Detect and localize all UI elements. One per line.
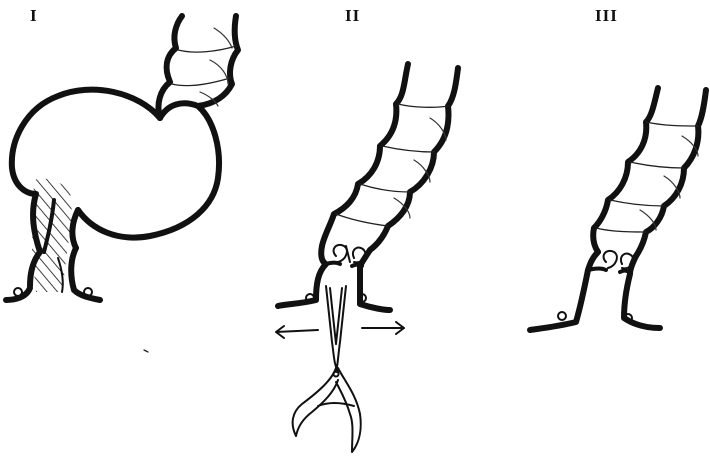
panel-1-dilated-loop [6, 16, 238, 300]
balloon-loop-outline [12, 90, 160, 194]
clip-left [334, 245, 347, 262]
stoma-icon-3a [558, 312, 566, 320]
arrow-right-icon [362, 322, 404, 334]
bowel-right-wall-3 [636, 90, 706, 256]
panel-label-2: II [345, 6, 360, 26]
bowel-right-wall [370, 68, 458, 250]
panel-label-3: III [595, 6, 618, 26]
bowel-upper-right [198, 16, 238, 106]
panel-3-result [530, 88, 706, 330]
forceps-icon [293, 286, 361, 452]
arrow-left-icon [276, 326, 318, 338]
panel-2-forceps-dilation [276, 64, 458, 452]
panel-label-1: I [30, 6, 38, 26]
stoma-icon-1a [14, 288, 22, 296]
